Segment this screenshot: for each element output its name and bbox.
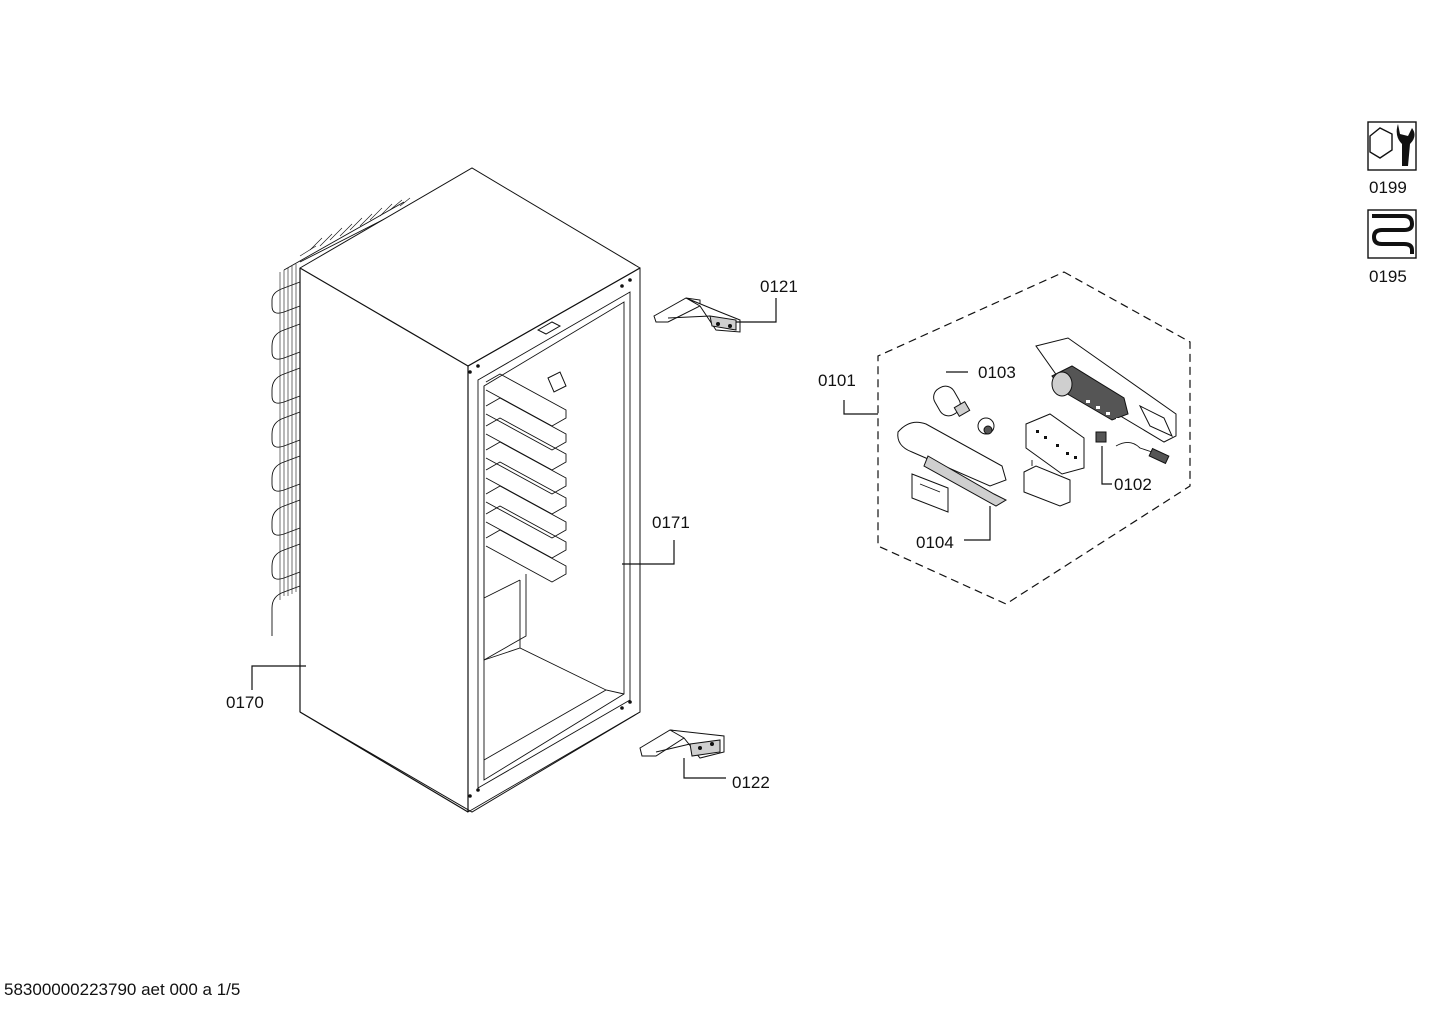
label-0195: 0195	[1369, 267, 1407, 286]
lamp-cover	[897, 421, 1008, 513]
shelf-supports	[485, 373, 567, 583]
document-footer: 58300000223790 aet 000 a 1/5	[4, 980, 241, 999]
hinge-top	[653, 297, 741, 333]
circuit-board	[1023, 413, 1170, 507]
control-housing	[1035, 337, 1177, 443]
label-0171: 0171	[652, 513, 690, 532]
label-0122: 0122	[732, 773, 770, 792]
label-0199: 0199	[1369, 178, 1407, 197]
label-0121: 0121	[760, 277, 798, 296]
coil-icon	[1367, 209, 1417, 259]
group-0101-boundary	[877, 271, 1191, 605]
label-0170: 0170	[226, 693, 264, 712]
label-0101: 0101	[818, 371, 856, 390]
label-0103: 0103	[978, 363, 1016, 382]
condenser-coil	[271, 197, 411, 636]
wrench-nut-icon	[1367, 121, 1417, 171]
lamp-bulb	[933, 385, 995, 435]
cabinet-housing	[299, 167, 641, 813]
label-0104: 0104	[916, 533, 954, 552]
hinge-bottom	[639, 729, 725, 759]
label-0102: 0102	[1114, 475, 1152, 494]
